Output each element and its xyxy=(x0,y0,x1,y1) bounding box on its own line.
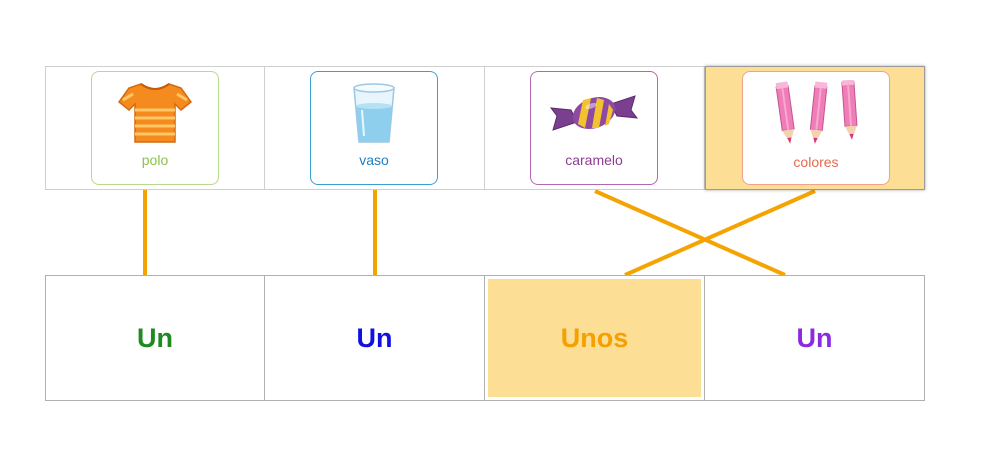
picture-card-colores[interactable]: colores xyxy=(742,71,890,185)
picture-label: colores xyxy=(793,154,839,170)
connection-line-colores xyxy=(624,189,816,277)
picture-cell-vaso[interactable]: vaso xyxy=(265,66,485,190)
candy-icon xyxy=(549,95,639,131)
picture-label: polo xyxy=(141,152,169,168)
picture-card-vaso[interactable]: vaso xyxy=(310,71,438,185)
word-cell-4[interactable]: Un xyxy=(705,275,925,401)
picture-card-polo[interactable]: polo xyxy=(91,71,219,185)
word-label: Un xyxy=(137,322,173,353)
picture-card-caramelo[interactable]: caramelo xyxy=(530,71,658,185)
word-cell-3[interactable]: Unos xyxy=(485,275,705,401)
word-label: Unos xyxy=(560,322,629,353)
picture-label: vaso xyxy=(359,152,389,168)
glass-icon xyxy=(353,83,395,143)
picture-row: polo vaso xyxy=(45,66,925,190)
word-cell-2[interactable]: Un xyxy=(265,275,485,401)
word-cell-1[interactable]: Un xyxy=(45,275,265,401)
pencils-icon xyxy=(775,80,858,144)
shirt-icon xyxy=(117,83,193,143)
picture-cell-caramelo[interactable]: caramelo xyxy=(485,66,705,190)
word-row: Un Un Unos Un xyxy=(45,275,925,401)
picture-cell-polo[interactable]: polo xyxy=(45,66,265,190)
word-label: Un xyxy=(796,322,833,353)
word-label: Un xyxy=(356,322,393,353)
picture-cell-colores[interactable]: colores xyxy=(705,66,925,190)
picture-label: caramelo xyxy=(565,152,623,168)
connection-line-caramelo xyxy=(594,189,786,277)
